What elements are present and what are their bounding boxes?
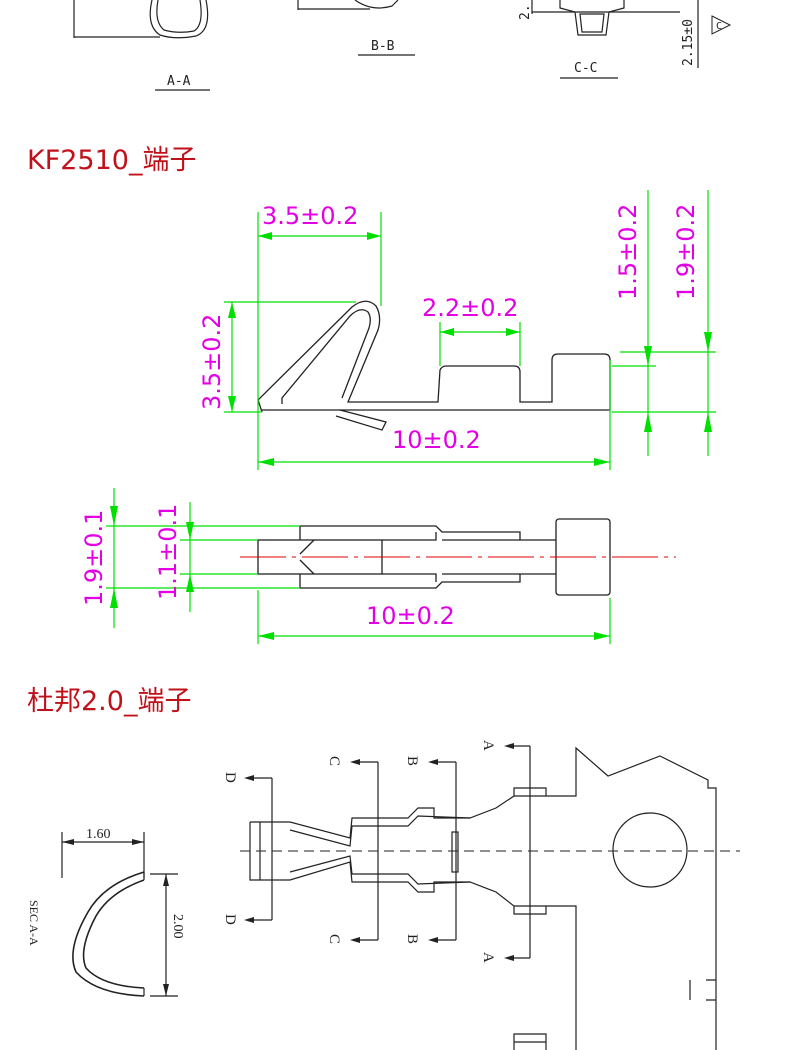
dim-top-width-outer: 1.9±0.1	[80, 510, 108, 606]
dim-top-right: 2.15±0	[681, 19, 696, 66]
dupont-section-cut-lines	[252, 745, 531, 959]
dim-width-top: 3.5±0.2	[262, 202, 358, 230]
top-strip-drawing: A-A B-B 2. C-C 2.15±0 C	[73, 0, 732, 91]
dupont-section-a-a	[61, 832, 178, 997]
surface-symbol-icon: C	[711, 15, 732, 35]
label-c-c: C-C	[574, 61, 597, 76]
dim-height-right-1: 1.5±0.2	[614, 204, 642, 300]
kf2510-side-view-outline	[257, 300, 611, 431]
kf2510-side-arrows	[228, 232, 712, 466]
marker-b-bottom: B	[404, 934, 420, 944]
dim-length-top: 10±0.2	[366, 602, 455, 630]
marker-a-top: A	[480, 740, 496, 751]
marker-d-bottom: D	[222, 914, 238, 925]
dim-slot-width: 2.2±0.2	[422, 294, 518, 322]
label-a-a: A-A	[167, 74, 191, 89]
kf2510-drawing: 3.5±0.2 3.5±0.2 2.2±0.2 1.5±0.2 1.9±0.2 …	[80, 190, 716, 644]
dupont-terminal-outline	[249, 746, 717, 1050]
section-b-b	[297, 0, 415, 56]
marker-b-top: B	[404, 756, 420, 766]
dim-height-right-2: 1.9±0.2	[672, 204, 700, 300]
marker-d-top: D	[222, 772, 238, 783]
dupont-dim-height: 2.00	[170, 914, 185, 939]
section-a-a	[73, 0, 210, 91]
dim-top-width-inner: 1.1±0.1	[154, 504, 182, 600]
dupont-cut-arrows	[244, 743, 514, 961]
svg-text:C: C	[716, 21, 722, 32]
label-b-b: B-B	[371, 39, 395, 54]
marker-c-top: C	[326, 756, 342, 766]
section-title-dupont: 杜邦2.0_端子	[27, 686, 192, 717]
dim-length-side: 10±0.2	[392, 426, 481, 454]
dupont-sec-label: SEC A-A	[27, 900, 41, 946]
marker-a-bottom: A	[480, 952, 496, 963]
marker-c-bottom: C	[326, 934, 342, 944]
dim-top-left: 2.	[518, 4, 533, 20]
dim-height-left: 3.5±0.2	[198, 314, 226, 410]
dupont-sec-arrows	[62, 839, 169, 996]
section-c-c	[531, 0, 699, 79]
kf2510-top-arrows	[110, 506, 610, 640]
section-title-kf2510: KF2510_端子	[27, 145, 197, 176]
dupont-dim-width: 1.60	[86, 827, 111, 842]
